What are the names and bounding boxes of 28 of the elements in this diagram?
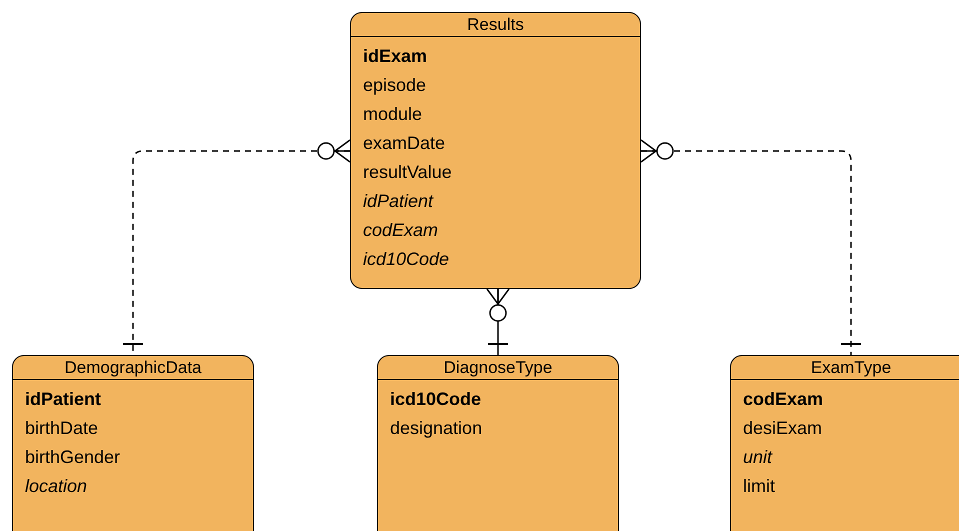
- relationship-line: [640, 139, 862, 355]
- table-name: DiagnoseType: [378, 356, 618, 380]
- column-name: examDate: [363, 132, 446, 154]
- column-name: desiExam: [743, 417, 822, 439]
- column-name: icd10Code: [390, 388, 482, 410]
- entity-table: [377, 355, 619, 531]
- table-name: ExamType: [731, 356, 959, 380]
- column-name: unit: [743, 446, 772, 468]
- table-name: DemographicData: [13, 356, 253, 380]
- column-name: location: [25, 475, 88, 497]
- column-name: episode: [363, 74, 426, 96]
- column-name: idExam: [363, 45, 428, 67]
- column-name: birthGender: [25, 446, 120, 468]
- entity-table: [12, 355, 254, 531]
- column-name: birthDate: [25, 417, 98, 439]
- column-name: icd10Code: [363, 248, 450, 270]
- column-name: codExam: [743, 388, 824, 410]
- entity-table: [350, 12, 641, 289]
- table-name: Results: [351, 13, 640, 37]
- column-name: designation: [390, 417, 482, 439]
- column-name: idPatient: [363, 190, 434, 212]
- column-name: module: [363, 103, 422, 125]
- column-name: limit: [743, 475, 775, 497]
- column-name: idPatient: [25, 388, 102, 410]
- entity-table: [730, 355, 959, 531]
- relationship-line: [486, 288, 510, 355]
- column-name: resultValue: [363, 161, 452, 183]
- column-name: codExam: [363, 219, 438, 241]
